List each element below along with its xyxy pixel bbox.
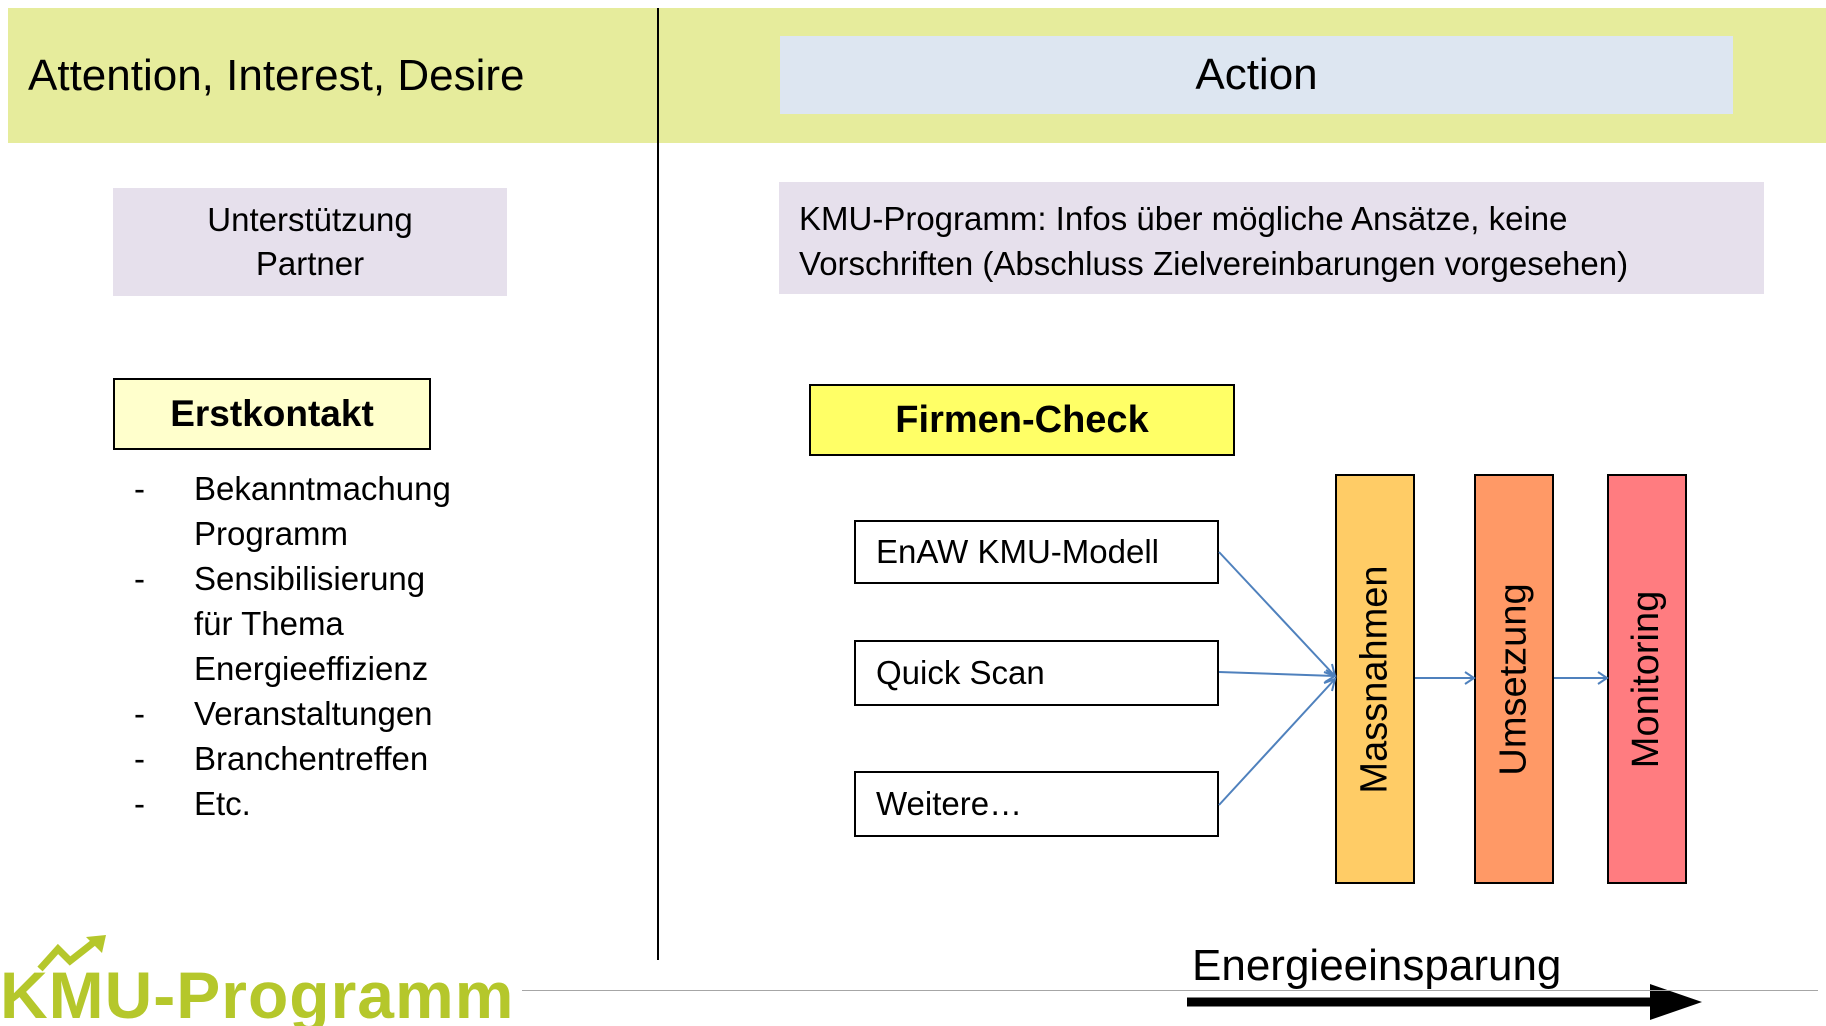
input-label: Weitere… — [876, 785, 1023, 822]
growth-arrow-icon — [37, 935, 106, 972]
firmen-check-box: Firmen-Check — [809, 384, 1235, 456]
stage-massnahmen: Massnahmen — [1335, 474, 1415, 884]
input-enaw-kmu-modell: EnAW KMU-Modell — [854, 520, 1219, 584]
stage-label: Umsetzung — [1492, 582, 1535, 776]
arrowhead — [1324, 669, 1337, 683]
stage-umsetzung: Umsetzung — [1474, 474, 1554, 884]
column-divider — [657, 8, 659, 960]
left-column-title: Attention, Interest, Desire — [28, 51, 525, 100]
list-item-line: Branchentreffen — [194, 740, 429, 777]
logo-text: KMU-Programm — [0, 958, 515, 1026]
flow-arrow-enaw — [1218, 551, 1336, 677]
list-item: Veranstaltungen — [130, 691, 550, 736]
list-item-line: Etc. — [194, 785, 251, 822]
flow-arrow-weitere — [1218, 678, 1336, 806]
list-item-line: Bekanntmachung — [194, 470, 451, 507]
list-item-line: Programm — [194, 515, 349, 552]
firmen-check-label: Firmen-Check — [895, 398, 1149, 441]
list-item: Branchentreffen — [130, 736, 550, 781]
action-title-box: Action — [780, 36, 1733, 114]
list-item-line: Energieeffizienz — [194, 650, 429, 687]
first-contact-label: Erstkontakt — [170, 393, 374, 434]
input-quick-scan: Quick Scan — [854, 640, 1219, 706]
flow-arrow-quick-scan — [1218, 671, 1336, 677]
stage-label: Monitoring — [1625, 590, 1668, 768]
arrowhead — [1323, 663, 1337, 678]
first-contact-list: Bekanntmachung Programm Sensibilisierung… — [130, 466, 550, 826]
arrowhead — [1464, 671, 1476, 685]
list-item-line: für Thema — [194, 605, 344, 642]
list-item: Etc. — [130, 781, 550, 826]
input-label: EnAW KMU-Modell — [876, 533, 1159, 570]
savings-label: Energieeinsparung — [1192, 941, 1562, 990]
stage-label: Massnahmen — [1353, 564, 1396, 794]
list-item: Bekanntmachung Programm — [130, 466, 550, 556]
support-line: Unterstützung — [207, 201, 413, 238]
input-label: Quick Scan — [876, 654, 1045, 691]
footer-line — [522, 990, 1818, 991]
list-item: Sensibilisierung für Thema Energieeffizi… — [130, 556, 550, 691]
program-info-box: KMU-Programm: Infos über mögliche Ansätz… — [779, 182, 1764, 294]
stage-monitoring: Monitoring — [1607, 474, 1687, 884]
support-partner-box: Unterstützung Partner — [113, 188, 507, 296]
kmu-program-logo: KMU-Programm — [0, 935, 520, 1026]
program-info-line: KMU-Programm: Infos über mögliche Ansätz… — [799, 200, 1568, 237]
arrowhead — [1597, 671, 1609, 685]
list-item-line: Veranstaltungen — [194, 695, 433, 732]
partner-line: Partner — [255, 245, 365, 282]
program-info-line: Vorschriften (Abschluss Zielvereinbarung… — [799, 245, 1629, 282]
arrowhead — [1323, 677, 1337, 692]
list-item-line: Sensibilisierung — [194, 560, 426, 597]
input-weitere: Weitere… — [854, 771, 1219, 837]
first-contact-box: Erstkontakt — [113, 378, 431, 450]
action-title: Action — [1195, 50, 1318, 99]
